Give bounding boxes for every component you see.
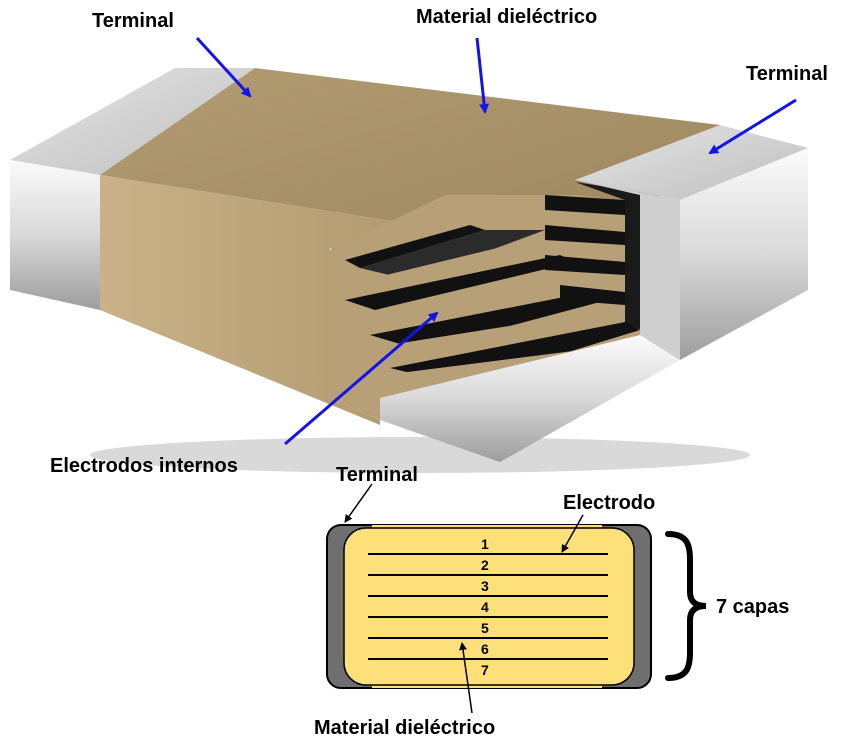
arrow-terminal-section [344, 483, 373, 523]
label-layers-count: 7 capas [716, 596, 789, 618]
layer-number-4: 4 [481, 599, 489, 615]
electrode-plate [345, 225, 485, 268]
layer-number-5: 5 [481, 620, 489, 636]
layer-number-1: 1 [481, 536, 489, 552]
label-internal-electrodes: Electrodos internos [50, 455, 238, 477]
blue-arrows [195, 36, 797, 446]
arrow-electrode-section [561, 514, 584, 553]
layer-number-6: 6 [481, 641, 489, 657]
brace [665, 531, 707, 681]
arrow-dielectric-section [459, 642, 473, 714]
layer-number-7: 7 [481, 662, 489, 678]
layer-number-3: 3 [481, 578, 489, 594]
dielectric-block [343, 527, 635, 686]
label-terminal-top-left: Terminal [92, 10, 174, 32]
label-dielectric-top: Material dieléctrico [416, 6, 597, 28]
electrode-plate [370, 290, 615, 350]
label-electrode-section: Electrodo [563, 492, 655, 514]
electrode-lines [368, 553, 608, 660]
arrow-terminal-right [708, 98, 797, 155]
layer-number-2: 2 [481, 557, 489, 573]
capacitor-3d [10, 68, 808, 473]
arrow-dielectric-top [475, 37, 490, 114]
arrow-internal-electrodes [284, 311, 439, 446]
label-terminal-section: Terminal [336, 464, 418, 486]
cutaway-interior [330, 182, 660, 420]
label-terminal-top-right: Terminal [746, 63, 828, 85]
cross-section: 1 2 3 4 5 6 7 [326, 483, 707, 714]
label-dielectric-bottom: Material dieléctrico [314, 717, 495, 739]
arrow-terminal-left [195, 36, 252, 98]
electrode-plate [345, 255, 575, 310]
left-terminal [10, 68, 255, 310]
right-terminal [380, 125, 808, 462]
